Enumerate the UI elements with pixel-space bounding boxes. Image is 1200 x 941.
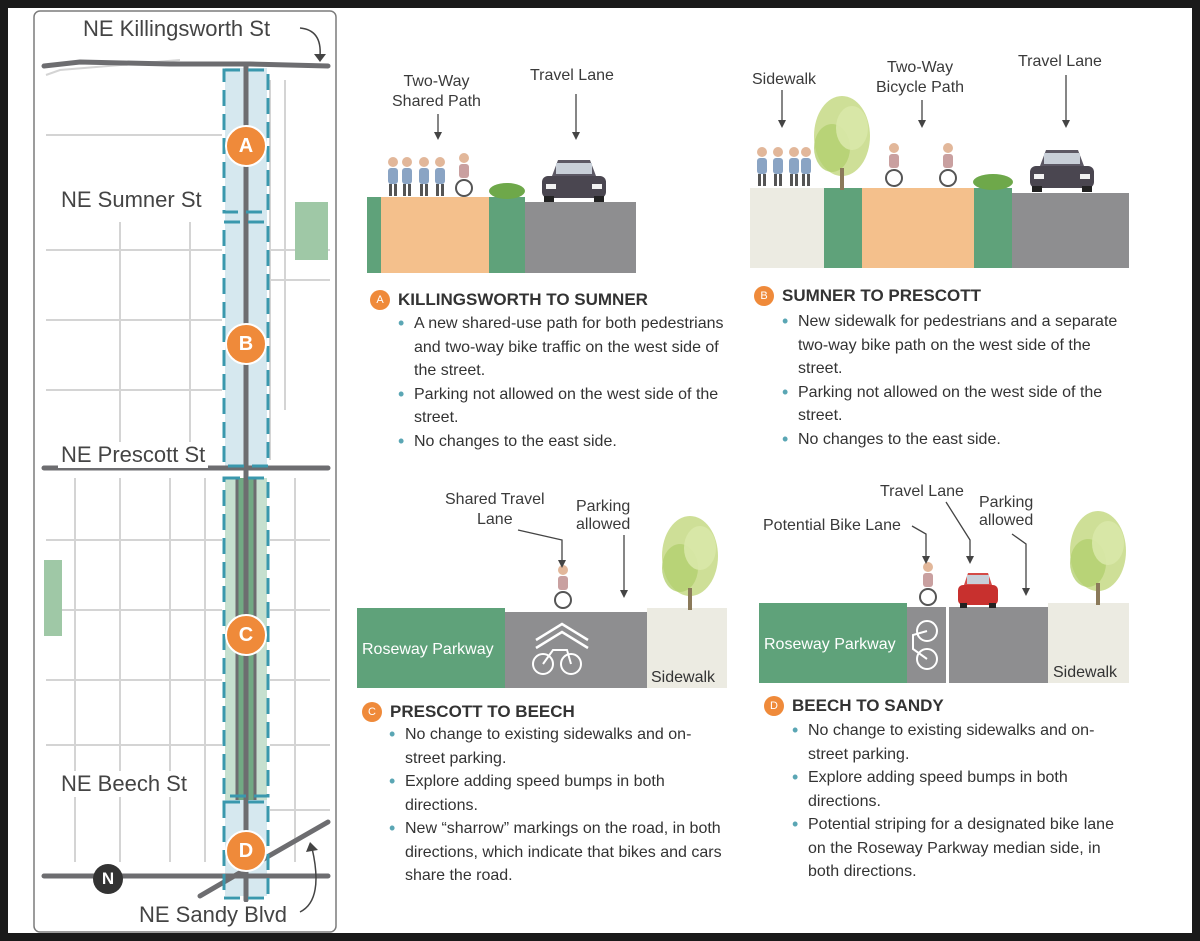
bullet: No changes to the east side. [782, 428, 1127, 452]
bullet: Explore adding speed bumps in both direc… [792, 766, 1117, 813]
section-a-title: KILLINGSWORTH TO SUMNER [398, 290, 648, 309]
section-b-heading: B SUMNER TO PRESCOTT [754, 286, 981, 306]
label-c-shared: Shared Travel Lane [445, 491, 545, 528]
section-c-badge: C [362, 702, 382, 722]
section-b-title: SUMNER TO PRESCOTT [782, 286, 981, 305]
label-c-parkway: Roseway Parkway [362, 641, 494, 658]
section-a-bullets: A new shared-use path for both pedestria… [398, 312, 733, 453]
label-d-sidewalk: Sidewalk [1053, 664, 1118, 681]
street-prescott: NE Prescott St [58, 442, 209, 468]
section-a-badge: A [370, 290, 390, 310]
bullet: No change to existing sidewalks and on-s… [792, 719, 1117, 766]
label-c-sidewalk: Sidewalk [651, 669, 716, 686]
map-badge-a: A [225, 125, 267, 167]
map-badge-b: B [225, 323, 267, 365]
bullet: A new shared-use path for both pedestria… [398, 312, 733, 383]
section-b-bullets: New sidewalk for pedestrians and a separ… [782, 310, 1127, 451]
label-d-parking: Parking allowed [979, 494, 1034, 529]
section-d-title: BEECH TO SANDY [792, 696, 944, 715]
label-d-bikelane: Potential Bike Lane [763, 517, 901, 534]
north-arrow-icon: N [93, 864, 123, 894]
map-badge-d: D [225, 830, 267, 872]
section-a-heading: A KILLINGSWORTH TO SUMNER [370, 290, 648, 310]
section-d-heading: D BEECH TO SANDY [764, 696, 944, 716]
section-c-bullets: No change to existing sidewalks and on-s… [389, 723, 729, 888]
section-d-badge: D [764, 696, 784, 716]
bullet: No changes to the east side. [398, 430, 733, 454]
label-d-parkway: Roseway Parkway [764, 636, 896, 653]
label-c-parking: Parking allowed [576, 498, 631, 533]
section-b-badge: B [754, 286, 774, 306]
street-sumner: NE Sumner St [58, 187, 205, 213]
bullet: New “sharrow” markings on the road, in b… [389, 817, 729, 888]
section-c-heading: C PRESCOTT TO BEECH [362, 702, 575, 722]
label-b-bikepath: Two-Way Bicycle Path [876, 59, 965, 96]
bullet: Parking not allowed on the west side of … [398, 383, 733, 430]
bullet: Potential striping for a designated bike… [792, 813, 1117, 884]
street-sandy: NE Sandy Blvd [136, 902, 290, 928]
map-badge-c: C [225, 614, 267, 656]
bullet: Parking not allowed on the west side of … [782, 381, 1127, 428]
street-killingsworth: NE Killingsworth St [80, 16, 274, 42]
section-d-bullets: No change to existing sidewalks and on-s… [792, 719, 1117, 884]
street-beech: NE Beech St [58, 771, 190, 797]
label-d-travel: Travel Lane [880, 483, 964, 500]
section-c-title: PRESCOTT TO BEECH [390, 702, 575, 721]
label-b-travel: Travel Lane [1018, 53, 1102, 70]
label-a-path: Two-Way Shared Path [392, 73, 481, 110]
bullet: Explore adding speed bumps in both direc… [389, 770, 729, 817]
label-a-travel: Travel Lane [530, 67, 614, 84]
bullet: No change to existing sidewalks and on-s… [389, 723, 729, 770]
label-b-sidewalk: Sidewalk [752, 71, 817, 88]
bullet: New sidewalk for pedestrians and a separ… [782, 310, 1127, 381]
